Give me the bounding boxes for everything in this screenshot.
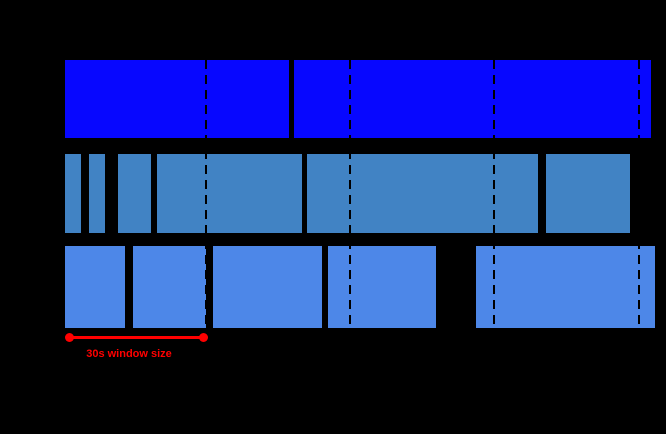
- window-size-label: 30s window size: [86, 348, 172, 360]
- arrow-endpoint-right-icon: [198, 333, 208, 342]
- row-2-segment: [157, 154, 302, 233]
- row-2-segment: [546, 154, 630, 233]
- window-boundary-line: [638, 60, 640, 328]
- row-2-segment: [118, 154, 151, 233]
- window-boundary-line: [349, 60, 351, 328]
- row-3-segment: [133, 246, 206, 328]
- window-boundary-line: [204, 60, 207, 328]
- window-size-arrow-line: [69, 336, 203, 339]
- row-2-segment: [65, 154, 81, 233]
- arrow-endpoint-left-icon: [64, 333, 74, 342]
- row-1-segment: [65, 60, 289, 138]
- row-3-segment: [65, 246, 125, 328]
- row-1-segment: [294, 60, 651, 138]
- row-2-segment: [307, 154, 538, 233]
- row-2-segment: [89, 154, 105, 233]
- row-3-segment: [213, 246, 322, 328]
- window-boundary-line: [493, 60, 495, 328]
- row-3-segment: [328, 246, 436, 328]
- row-3-segment: [476, 246, 655, 328]
